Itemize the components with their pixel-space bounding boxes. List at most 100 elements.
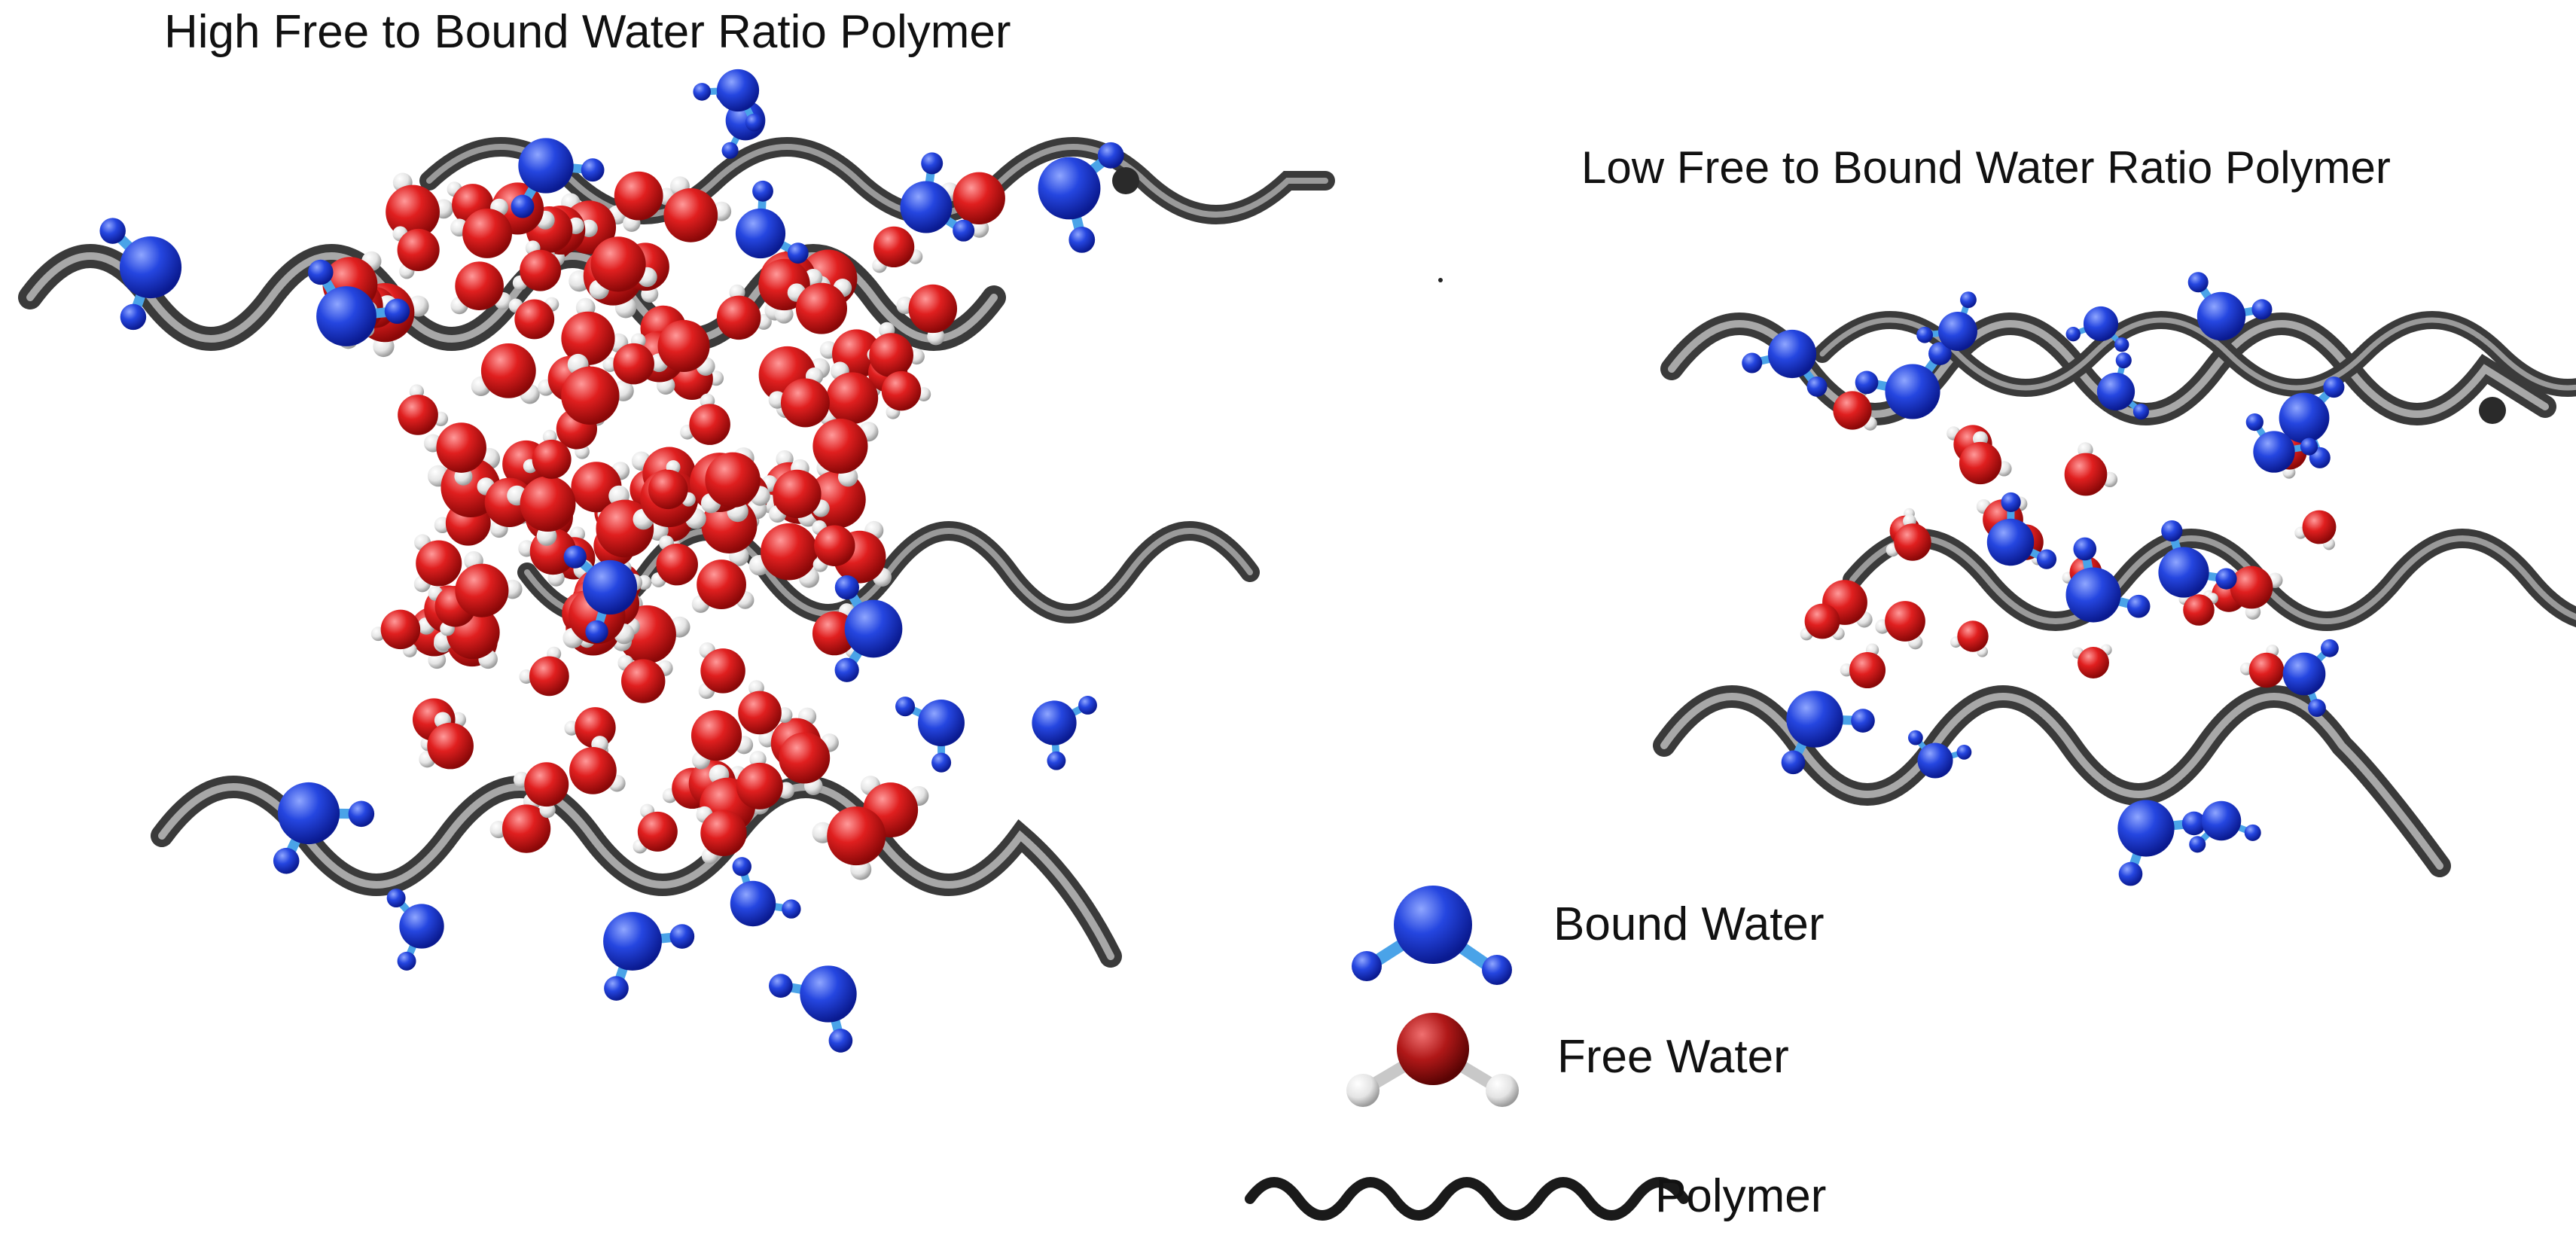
free-water-molecule	[691, 559, 755, 613]
free-water-molecule	[2072, 644, 2112, 678]
free-water-molecule	[1840, 643, 1886, 689]
bound-water-molecule	[273, 782, 375, 874]
free-water-molecule	[738, 680, 793, 735]
bound-water-molecule	[386, 889, 444, 971]
free-water-molecule	[779, 732, 839, 795]
free-water-molecule	[398, 384, 449, 435]
free-water-molecule	[450, 198, 513, 258]
panel-title-low-ratio: Low Free to Bound Water Ratio Polymer	[1581, 142, 2391, 193]
free-water-molecule	[812, 418, 879, 487]
free-water-molecule	[648, 460, 696, 510]
free-water-molecule	[649, 319, 715, 376]
bound-water-molecule	[2096, 352, 2149, 420]
bound-water-molecule	[563, 545, 638, 644]
bound-water-molecule	[2189, 800, 2261, 853]
free-water-cluster-left	[322, 171, 1005, 880]
bound-water-molecule	[2282, 639, 2339, 718]
free-water-molecule	[370, 609, 421, 657]
free-water-molecule	[787, 279, 852, 334]
bound-water-molecule	[99, 218, 182, 331]
bound-water-molecule	[2187, 272, 2273, 341]
bound-water-molecule	[2158, 520, 2237, 598]
bound-water-molecule	[2065, 537, 2151, 623]
free-water-molecule	[617, 654, 673, 703]
bound-water-molecule	[2117, 800, 2206, 886]
bound-water-molecule	[895, 697, 965, 773]
bound-water-group-right	[1742, 272, 2345, 886]
free-water-molecule	[561, 353, 634, 425]
bound-water-molecule	[1038, 142, 1124, 253]
free-water-molecule	[614, 171, 676, 232]
bound-water-molecule	[511, 138, 605, 218]
free-water-molecule	[869, 322, 925, 377]
free-water-molecule	[881, 370, 931, 419]
bound-water-molecule	[1742, 329, 1828, 397]
free-water-molecule	[748, 523, 819, 588]
free-water-molecule	[392, 226, 440, 279]
free-water-molecule	[690, 710, 754, 770]
free-water-molecule	[471, 343, 540, 404]
polymer-chain-icon	[1245, 1177, 1689, 1221]
bound-water-molecule	[1032, 696, 1097, 770]
free-water-molecule	[700, 452, 770, 514]
legend-label-polymer: Polymer	[1655, 1170, 1827, 1222]
bound-water-molecule	[1855, 342, 1952, 419]
free-water-molecule	[512, 240, 562, 291]
free-water-molecule	[450, 261, 512, 315]
free-water-molecule	[507, 476, 576, 546]
free-water-molecule	[819, 361, 879, 426]
free-water-molecule	[1875, 601, 1925, 650]
bound-water-molecule	[1781, 691, 1875, 775]
free-water-molecule	[2064, 442, 2118, 496]
legend-label-bound-water: Bound Water	[1553, 898, 1825, 950]
bound-water-molecule	[2065, 306, 2129, 352]
free-water-molecule	[896, 284, 958, 346]
free-water-molecule	[769, 469, 830, 523]
free-water-molecule	[698, 642, 745, 700]
free-water-molecule	[696, 806, 747, 864]
free-water-molecule	[386, 172, 454, 239]
free-water-molecule	[872, 226, 923, 273]
free-water-molecule	[513, 762, 569, 819]
bound-water-molecule	[1908, 730, 1972, 779]
free-water-molecule	[2294, 510, 2337, 550]
free-water-molecule	[1950, 620, 1989, 657]
free-water-molecule	[423, 422, 486, 486]
free-water-molecule	[736, 751, 795, 809]
free-water-molecule	[508, 297, 559, 340]
bound-water-molecule	[2245, 413, 2318, 473]
free-water-molecule	[1886, 514, 1931, 561]
bound-water-molecule	[308, 259, 410, 346]
bound-water-molecule	[900, 152, 975, 242]
bound-water-molecule-icon	[1352, 886, 1512, 985]
free-water-molecule	[633, 803, 678, 854]
free-water-molecule	[716, 284, 772, 340]
bound-water-molecule	[730, 857, 801, 927]
free-water-molecule	[651, 535, 698, 587]
free-water-molecule	[768, 367, 830, 428]
free-water-molecule	[602, 333, 654, 385]
free-water-molecule	[489, 792, 551, 853]
free-water-molecule	[413, 534, 462, 593]
bound-water-molecule	[1986, 492, 2057, 569]
bound-water-molecule	[693, 69, 764, 132]
free-water-molecule	[569, 736, 626, 794]
bound-water-molecule	[603, 912, 695, 1001]
bound-water-group-left	[99, 69, 1124, 1053]
free-water-molecule	[2230, 566, 2283, 620]
bound-water-molecule	[2279, 377, 2345, 468]
panel-title-high-ratio: High Free to Bound Water Ratio Polymer	[164, 6, 1011, 58]
bound-water-molecule	[735, 180, 809, 264]
free-water-molecule	[455, 550, 523, 617]
free-water-molecule	[680, 393, 730, 445]
free-water-molecule	[663, 176, 732, 242]
bound-water-molecule	[834, 575, 903, 682]
bound-water-molecule	[769, 965, 857, 1053]
free-water-molecule	[419, 712, 474, 770]
free-water-molecule	[2239, 645, 2285, 688]
free-water-molecule	[519, 646, 569, 697]
free-water-molecule	[812, 520, 855, 572]
free-water-molecule-icon	[1346, 1013, 1519, 1107]
